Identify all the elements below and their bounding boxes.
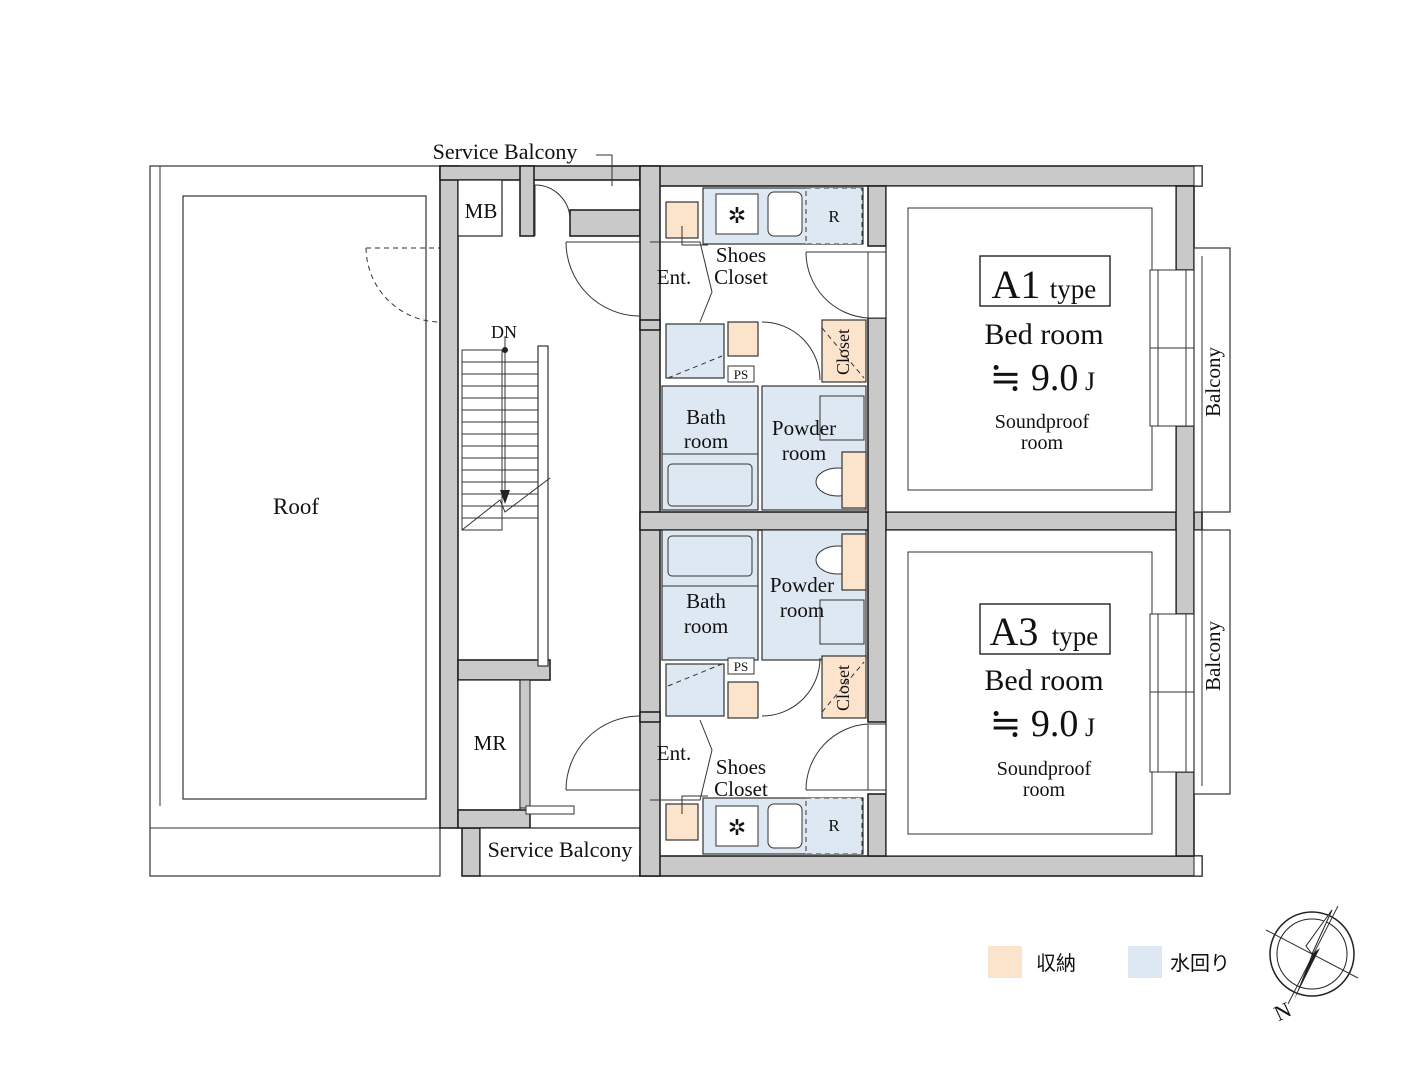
service-balcony-bottom-label: Service Balcony — [488, 837, 633, 862]
powder-label-1: Powder — [772, 416, 836, 440]
legend-wet-label: 水回り — [1170, 951, 1230, 975]
powder-label-2: room — [782, 441, 826, 465]
mr-label: MR — [474, 731, 507, 755]
closet-label: Closet — [714, 777, 768, 801]
compass-icon: N — [1265, 905, 1359, 1026]
ps-label: PS — [734, 367, 748, 382]
closet-label: Closet — [714, 265, 768, 289]
shoes-label: Shoes — [716, 243, 766, 267]
unit-a3: Bath room Powder room PS Closet Ent. Sho… — [650, 529, 1231, 857]
unit-a1-type-code: A1 — [992, 262, 1041, 307]
bath-label-2: room — [684, 429, 728, 453]
powder-label-1: Powder — [770, 573, 834, 597]
ent-label: Ent. — [657, 265, 691, 289]
unit-a1-type-word: type — [1050, 274, 1097, 304]
legend-storage-label: 収納 — [1036, 951, 1076, 975]
fridge-label: R — [828, 816, 840, 835]
roof-label: Roof — [273, 494, 319, 519]
legend: 収納 水回り — [988, 946, 1230, 978]
compass-north-label: N — [1270, 997, 1295, 1026]
unit-a3-balcony: Balcony — [1201, 621, 1225, 691]
ps-label: PS — [734, 659, 748, 674]
unit-a3-type-word: type — [1052, 621, 1099, 651]
unit-a3-bed-room: Bed room — [984, 664, 1103, 697]
bath-label-1: Bath — [686, 589, 726, 613]
stove-icon: ✲ — [728, 815, 746, 840]
unit-a1-area-unit: J — [1085, 367, 1095, 396]
closet-vertical-label: Closet — [833, 665, 853, 711]
service-balcony-top-label: Service Balcony — [433, 139, 578, 164]
unit-a1: ✲ R Shoes Closet Ent. PS Closet Bath r — [650, 185, 1231, 513]
shoes-label: Shoes — [716, 755, 766, 779]
core-area: MB MR DN Service Balcony Service Balcony — [433, 139, 641, 877]
unit-a3-area-unit: J — [1085, 713, 1095, 742]
closet-vertical-label: Closet — [833, 329, 853, 375]
unit-a3-soundproof: Soundproof — [997, 758, 1092, 780]
fridge-label: R — [828, 207, 840, 226]
bath-label-1: Bath — [686, 405, 726, 429]
unit-a1-soundproof-room: room — [1021, 432, 1064, 454]
unit-a1-area: ≒ 9.0 — [990, 357, 1079, 399]
powder-label-2: room — [780, 598, 824, 622]
mb-label: MB — [465, 199, 498, 223]
unit-a3-soundproof-room: room — [1023, 779, 1066, 801]
unit-a3-type-code: A3 — [990, 609, 1039, 654]
ent-label: Ent. — [657, 741, 691, 765]
unit-a1-bed-room: Bed room — [984, 318, 1103, 351]
roof-area: Roof — [149, 165, 441, 877]
bath-label-2: room — [684, 614, 728, 638]
legend-wet-swatch — [1128, 946, 1162, 978]
legend-storage-swatch — [988, 946, 1022, 978]
stove-icon: ✲ — [728, 203, 746, 228]
dn-label: DN — [491, 322, 517, 342]
unit-a1-balcony: Balcony — [1201, 347, 1225, 417]
unit-a3-area: ≒ 9.0 — [990, 703, 1079, 745]
unit-a1-soundproof: Soundproof — [995, 411, 1090, 433]
